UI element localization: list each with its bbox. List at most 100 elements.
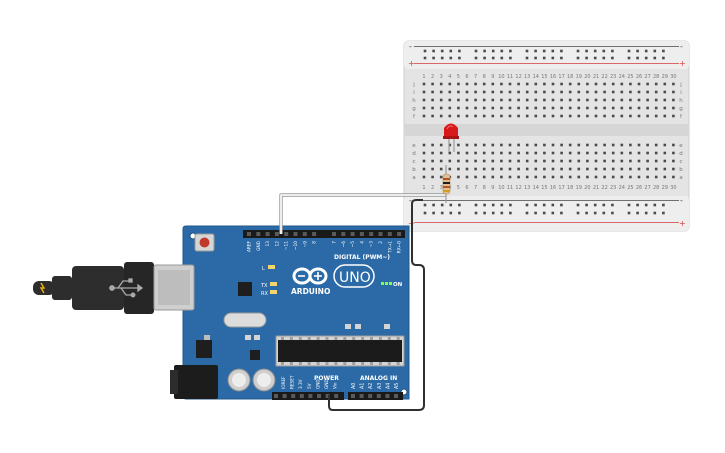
terminal-hole[interactable]	[422, 167, 426, 171]
terminal-hole[interactable]	[543, 167, 546, 171]
terminal-hole[interactable]	[465, 98, 469, 102]
terminal-hole[interactable]	[534, 159, 538, 163]
rail-hole[interactable]	[525, 211, 529, 215]
terminal-hole[interactable]	[525, 90, 529, 94]
digital-pin-socket[interactable]	[387, 232, 392, 236]
rail-hole[interactable]	[474, 203, 478, 207]
terminal-hole[interactable]	[646, 159, 649, 163]
terminal-hole[interactable]	[474, 167, 477, 171]
rail-hole[interactable]	[509, 56, 512, 60]
rail-hole[interactable]	[611, 211, 614, 215]
terminal-hole[interactable]	[500, 98, 503, 102]
terminal-hole[interactable]	[611, 159, 615, 163]
terminal-hole[interactable]	[457, 159, 460, 163]
terminal-hole[interactable]	[448, 90, 452, 94]
analog-pin-socket[interactable]	[359, 394, 364, 398]
terminal-hole[interactable]	[568, 90, 572, 94]
terminal-hole[interactable]	[525, 151, 529, 155]
terminal-hole[interactable]	[629, 167, 632, 171]
terminal-hole[interactable]	[663, 90, 667, 94]
terminal-hole[interactable]	[577, 151, 581, 155]
power-pin-socket[interactable]	[317, 394, 321, 398]
terminal-hole[interactable]	[672, 143, 675, 147]
terminal-hole[interactable]	[500, 159, 503, 163]
terminal-hole[interactable]	[543, 98, 546, 102]
terminal-hole[interactable]	[603, 151, 606, 155]
terminal-hole[interactable]	[551, 151, 555, 155]
rail-hole[interactable]	[585, 56, 588, 60]
digital-pin-socket[interactable]	[341, 232, 346, 236]
terminal-hole[interactable]	[500, 167, 503, 171]
terminal-hole[interactable]	[603, 98, 606, 102]
terminal-hole[interactable]	[568, 82, 572, 86]
terminal-hole[interactable]	[474, 90, 477, 94]
terminal-hole[interactable]	[629, 98, 632, 102]
rail-hole[interactable]	[551, 49, 555, 53]
terminal-hole[interactable]	[525, 167, 529, 171]
rail-hole[interactable]	[585, 203, 588, 207]
rail-hole[interactable]	[474, 211, 478, 215]
terminal-hole[interactable]	[439, 98, 443, 102]
digital-pin-socket[interactable]	[274, 232, 279, 236]
terminal-hole[interactable]	[637, 151, 641, 155]
terminal-hole[interactable]	[560, 114, 563, 118]
rail-hole[interactable]	[653, 49, 657, 53]
terminal-hole[interactable]	[439, 167, 443, 171]
terminal-hole[interactable]	[551, 159, 555, 163]
terminal-hole[interactable]	[586, 114, 589, 118]
terminal-hole[interactable]	[457, 82, 460, 86]
rail-hole[interactable]	[483, 56, 486, 60]
terminal-hole[interactable]	[663, 151, 667, 155]
terminal-hole[interactable]	[654, 82, 658, 86]
terminal-hole[interactable]	[594, 143, 598, 147]
power-pin-socket[interactable]	[291, 394, 296, 398]
power-pin-socket[interactable]	[274, 394, 278, 398]
rail-hole[interactable]	[458, 203, 461, 207]
rail-hole[interactable]	[560, 203, 563, 207]
terminal-hole[interactable]	[543, 82, 546, 86]
rail-hole[interactable]	[644, 211, 648, 215]
rail-hole[interactable]	[611, 56, 614, 60]
terminal-hole[interactable]	[448, 106, 452, 110]
terminal-hole[interactable]	[474, 143, 477, 147]
rail-hole[interactable]	[432, 56, 435, 60]
digital-pin-socket[interactable]	[302, 232, 307, 236]
terminal-hole[interactable]	[629, 143, 632, 147]
rail-hole[interactable]	[500, 211, 504, 215]
terminal-hole[interactable]	[534, 90, 538, 94]
reset-button[interactable]	[199, 237, 210, 248]
terminal-hole[interactable]	[457, 175, 460, 179]
terminal-hole[interactable]	[620, 82, 624, 86]
terminal-hole[interactable]	[551, 114, 555, 118]
terminal-hole[interactable]	[422, 151, 426, 155]
rail-hole[interactable]	[440, 211, 444, 215]
terminal-hole[interactable]	[594, 106, 598, 110]
terminal-hole[interactable]	[439, 143, 443, 147]
terminal-hole[interactable]	[611, 143, 615, 147]
terminal-hole[interactable]	[525, 143, 529, 147]
rail-hole[interactable]	[423, 211, 427, 215]
terminal-hole[interactable]	[500, 151, 503, 155]
rail-hole[interactable]	[458, 211, 461, 215]
terminal-hole[interactable]	[517, 143, 520, 147]
rail-hole[interactable]	[423, 56, 427, 60]
terminal-hole[interactable]	[525, 106, 529, 110]
terminal-hole[interactable]	[508, 90, 512, 94]
terminal-hole[interactable]	[646, 106, 649, 110]
terminal-hole[interactable]	[482, 143, 486, 147]
terminal-hole[interactable]	[663, 114, 667, 118]
power-pin-socket[interactable]	[325, 394, 330, 398]
terminal-hole[interactable]	[637, 175, 641, 179]
terminal-hole[interactable]	[568, 151, 572, 155]
terminal-hole[interactable]	[637, 143, 641, 147]
terminal-hole[interactable]	[577, 90, 581, 94]
terminal-hole[interactable]	[439, 159, 443, 163]
terminal-hole[interactable]	[491, 159, 495, 163]
terminal-hole[interactable]	[672, 106, 675, 110]
terminal-hole[interactable]	[551, 82, 555, 86]
terminal-hole[interactable]	[637, 106, 641, 110]
terminal-hole[interactable]	[672, 167, 675, 171]
terminal-hole[interactable]	[586, 175, 589, 179]
